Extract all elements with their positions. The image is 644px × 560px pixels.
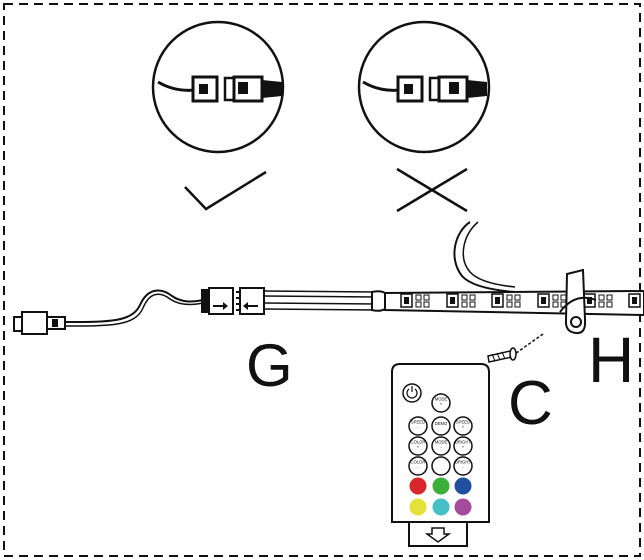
remote-button-speed[interactable]: SPEED+: [453, 416, 473, 436]
remote-button-label: MODE: [435, 440, 448, 445]
led-chip: [491, 293, 521, 308]
remote-button-mode[interactable]: MODE+: [431, 393, 451, 413]
remote-button-label: -: [440, 445, 442, 450]
led-chip: [400, 293, 430, 308]
remote-button-label: +: [462, 425, 465, 430]
color-button[interactable]: [432, 477, 450, 495]
remote-button-blank[interactable]: [431, 456, 451, 476]
battery-arrow-icon: [424, 527, 452, 543]
remote-button-label: BRIGHT: [455, 440, 471, 445]
remote-button-label: SPEED: [411, 420, 425, 425]
remote-button-label: BRIGHT: [455, 460, 471, 465]
dashed-border: [3, 3, 641, 557]
color-button[interactable]: [454, 498, 472, 516]
incorrect-connection-detail: [357, 20, 491, 154]
remote-button-label: SPEED: [456, 420, 470, 425]
remote-button-speed[interactable]: SPEED-: [408, 416, 428, 436]
remote-button-label: COLOR: [411, 460, 426, 465]
remote-button-bright[interactable]: BRIGHT+: [453, 436, 473, 456]
color-button[interactable]: [409, 477, 427, 495]
remote-button-label: MODE: [435, 397, 448, 402]
cross-icon: [396, 167, 468, 213]
remote-button-label: -: [417, 425, 419, 430]
remote-button-color[interactable]: COLOR-: [408, 456, 428, 476]
inline-connector: [201, 287, 265, 315]
color-button[interactable]: [409, 498, 427, 516]
led-chip: [537, 293, 567, 308]
led-strip: [384, 289, 644, 317]
usb-cable: [64, 289, 204, 323]
label-c: C: [508, 369, 553, 438]
remote-button-label: -: [462, 465, 464, 470]
curled-strip: [453, 221, 516, 293]
check-icon: [184, 170, 267, 211]
remote-button-color[interactable]: COLOR+: [408, 436, 428, 456]
power-button[interactable]: [402, 383, 422, 403]
label-h: H: [588, 324, 634, 396]
remote-button-label: COLOR: [411, 440, 426, 445]
ribbon-wires: [263, 290, 377, 311]
power-icon: [406, 388, 418, 399]
remote-button-label: +: [417, 445, 420, 450]
label-g: G: [246, 332, 293, 399]
remote-button-demo[interactable]: DEMO: [431, 416, 451, 436]
led-chip: [446, 293, 476, 308]
mounting-clip: [559, 268, 597, 335]
remote-button-label: +: [462, 445, 465, 450]
color-button[interactable]: [432, 498, 450, 516]
led-chip: [628, 293, 644, 308]
remote-button-label: DEMO: [435, 421, 448, 426]
remote-button-label: -: [417, 465, 419, 470]
usb-plug: [13, 311, 66, 335]
remote-button-label: +: [440, 402, 443, 407]
remote-button-bright[interactable]: BRIGHT-: [453, 456, 473, 476]
correct-connection-detail: [151, 20, 285, 154]
color-button[interactable]: [454, 477, 472, 495]
remote-button-mode[interactable]: MODE-: [431, 436, 451, 456]
screw: [487, 333, 544, 363]
